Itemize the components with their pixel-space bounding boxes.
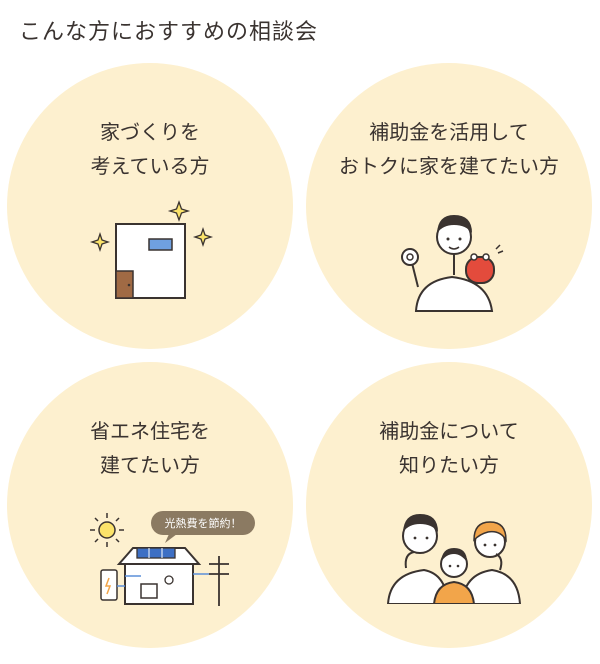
card-title-line2: おトクに家を建てたい方 [339, 154, 559, 178]
family-illustration [386, 514, 522, 604]
card-title-line2: 考えている方 [90, 154, 210, 178]
solar-panel-icon [136, 547, 176, 559]
card-title: 補助金について 知りたい方 [306, 414, 592, 482]
sparkle-icon [167, 200, 191, 222]
page-title: こんな方におすすめの相談会 [19, 20, 319, 45]
sparkle-icon [89, 231, 111, 253]
card-title: 家づくりを 考えている方 [7, 115, 293, 183]
house-sparkle-illustration [89, 200, 214, 299]
utility-pole-icon [209, 556, 229, 606]
card-subsidy-info: 補助金について 知りたい方 [306, 362, 592, 648]
sparkle-icon [192, 226, 214, 248]
card-energy-house: 省エネ住宅を 建てたい方 光熱費を節約！ [7, 362, 293, 648]
bubble-text: 光熱費を節約！ [165, 516, 242, 530]
solar-house-illustration: 光熱費を節約！ [90, 511, 255, 606]
card-title-line1: 家づくりを [100, 120, 200, 144]
card-title-line1: 補助金について [379, 419, 519, 443]
card-planning-house: 家づくりを 考えている方 [7, 63, 293, 349]
ok-hand-icon [401, 248, 419, 266]
card-title-line2: 建てたい方 [100, 453, 200, 477]
speech-bubble [151, 511, 255, 535]
card-title-line2: 知りたい方 [399, 453, 499, 477]
card-title-line1: 補助金を活用して [369, 120, 529, 144]
card-title: 省エネ住宅を 建てたい方 [7, 414, 293, 482]
card-title: 補助金を活用して おトクに家を建てたい方 [306, 115, 592, 183]
sun-icon [90, 513, 124, 547]
battery-icon [100, 569, 118, 601]
man-with-wallet-illustration [401, 215, 504, 312]
wallet-icon [465, 256, 495, 284]
card-subsidy-house: 補助金を活用して おトクに家を建てたい方 [306, 63, 592, 349]
card-title-line1: 省エネ住宅を [90, 419, 210, 443]
